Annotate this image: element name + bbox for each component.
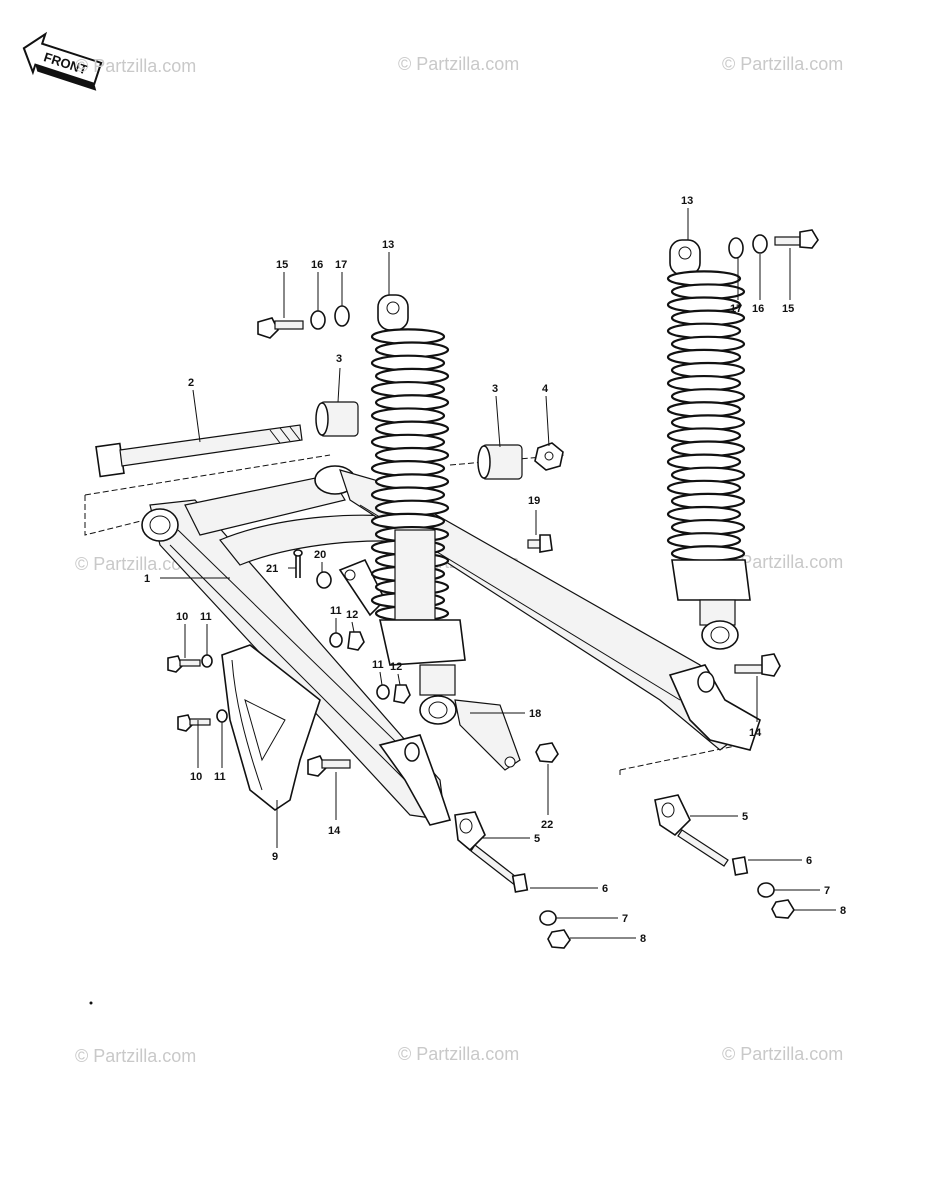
- nut-12-lower: [393, 684, 411, 704]
- callout-13: 13: [382, 239, 394, 251]
- chain-adjuster-right: [654, 794, 795, 919]
- watermark: © Partzilla.com: [398, 1044, 519, 1064]
- callout-10: 10: [176, 611, 188, 623]
- washer-16-left: [310, 310, 326, 330]
- callout-17: 17: [730, 303, 742, 315]
- callout-9: 9: [272, 851, 278, 863]
- bolt-10-upper: [167, 654, 213, 673]
- callout-17: 17: [335, 259, 347, 271]
- washer-11-upper: [329, 632, 343, 648]
- washer-17-left: [334, 305, 350, 327]
- shock-bolt-left: [257, 317, 304, 339]
- callout-5: 5: [534, 833, 540, 845]
- callout-19: 19: [528, 495, 540, 507]
- watermark: © Partzilla.com: [398, 54, 519, 74]
- callout-4: 4: [542, 383, 549, 395]
- callout-7: 7: [824, 885, 830, 897]
- bolt-19: [527, 534, 553, 553]
- spring-coil: [670, 545, 746, 562]
- callout-14: 14: [749, 727, 762, 739]
- callout-12: 12: [346, 609, 358, 621]
- washer-17-right: [728, 237, 744, 259]
- bushing-left: [315, 401, 359, 437]
- callout-5: 5: [742, 811, 748, 823]
- callout-13: 13: [681, 195, 693, 207]
- watermark: © Partzilla.com: [75, 1046, 196, 1066]
- nut-22: [535, 742, 559, 763]
- shock-absorber-left: [370, 294, 466, 725]
- callout-12: 12: [390, 661, 402, 673]
- nut-12-upper: [347, 631, 365, 651]
- bolt-14-right: [734, 653, 781, 677]
- callout-11: 11: [330, 605, 342, 617]
- washer-11-lower: [376, 684, 390, 700]
- washer-16-right: [752, 234, 768, 254]
- washer-20: [316, 571, 332, 589]
- scan-speck: [89, 1001, 93, 1005]
- leader-lines: [160, 208, 836, 939]
- callout-6: 6: [602, 883, 608, 895]
- callout-15: 15: [782, 303, 794, 315]
- torque-link-18: [454, 699, 521, 771]
- shock-absorber-right: [666, 239, 751, 650]
- callout-2: 2: [188, 377, 194, 389]
- callout-11: 11: [372, 659, 384, 671]
- callout-16: 16: [311, 259, 323, 271]
- callout-15: 15: [276, 259, 288, 271]
- callout-8: 8: [840, 905, 846, 917]
- bolt-14-left: [307, 755, 351, 777]
- chain-adjuster-left: [454, 811, 571, 949]
- callout-1: 1: [144, 573, 150, 585]
- callout-6: 6: [806, 855, 812, 867]
- watermark: © Partzilla.com: [722, 54, 843, 74]
- watermark: © Partzilla.com: [722, 552, 843, 572]
- bolt-10-lower: [177, 709, 228, 732]
- callout-20: 20: [314, 549, 326, 561]
- bushing-right: [477, 444, 523, 480]
- shock-bolt-right: [774, 229, 819, 249]
- pivot-shaft: [95, 424, 303, 478]
- callout-3: 3: [336, 353, 342, 365]
- callout-8: 8: [640, 933, 646, 945]
- chain-guard: [221, 644, 321, 811]
- callout-11: 11: [200, 611, 212, 623]
- callout-labels: 1 2 3 3 4 5 5 6 6 7 7 8 8 9 10 10 11 11 …: [144, 195, 846, 945]
- callout-18: 18: [529, 708, 541, 720]
- callout-3: 3: [492, 383, 498, 395]
- cotter-pin-21: [293, 549, 303, 578]
- watermark: © Partzilla.com: [722, 1044, 843, 1064]
- callout-22: 22: [541, 819, 553, 831]
- callout-21: 21: [266, 563, 278, 575]
- callout-7: 7: [622, 913, 628, 925]
- callout-14: 14: [328, 825, 341, 837]
- watermark: © Partzilla.com: [75, 56, 196, 76]
- pivot-nut: [534, 442, 564, 471]
- watermark: © Partzilla.com: [75, 554, 196, 574]
- callout-16: 16: [752, 303, 764, 315]
- callout-11: 11: [214, 771, 226, 783]
- callout-10: 10: [190, 771, 202, 783]
